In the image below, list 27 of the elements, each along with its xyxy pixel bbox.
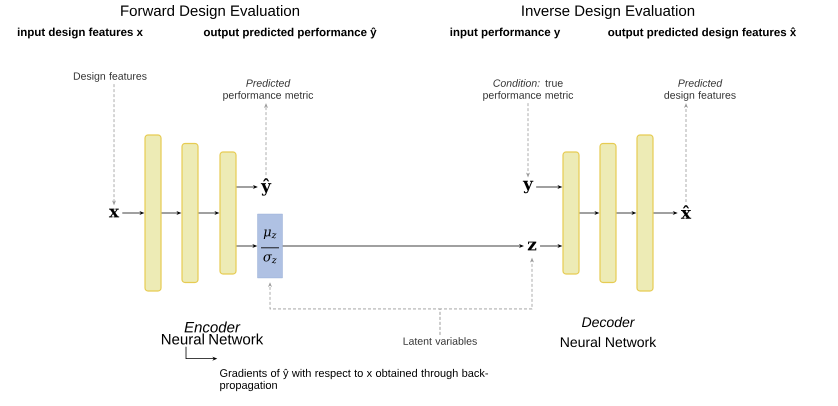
- symbol-label: z: [528, 242, 536, 250]
- subtitle: input performance y: [450, 28, 560, 38]
- title: Inverse Design Evaluation: [522, 5, 694, 19]
- layer-bar: [181, 142, 199, 284]
- layer-bar: [144, 134, 162, 292]
- annotation-text: Latent variables: [404, 337, 477, 345]
- latent-box: μ$_{z}$ σ$_{z}$: [257, 214, 283, 278]
- symbol-label: x: [108, 208, 120, 218]
- layer-bar: [219, 151, 237, 275]
- symbol-label: x̂: [680, 205, 692, 219]
- symbol-label: ŷ: [260, 178, 272, 196]
- annotation-text: Design features: [74, 72, 147, 82]
- annotation-text: Gradients of ŷ with respect to x obtained through back-propagation: [220, 368, 488, 392]
- annotation-text: Predicted performance metric: [223, 79, 314, 101]
- title: Forward Design Evaluation: [121, 5, 300, 19]
- layer-bar: [599, 142, 617, 284]
- subtitle: input design features x: [18, 28, 143, 38]
- annotation-text: Predicted design features: [664, 79, 736, 101]
- layer-bar: [562, 151, 580, 275]
- annotation-text: Condition: true performance metric: [483, 79, 574, 101]
- network-label: Encoder Neural Network: [162, 321, 264, 344]
- subtitle: output predicted design features x̂: [608, 27, 796, 39]
- network-label: Neural Network: [560, 336, 656, 348]
- subtitle: output predicted performance ŷ: [204, 28, 377, 38]
- layer-bar: [636, 134, 654, 292]
- network-label: Decoder: [582, 316, 635, 328]
- symbol-label: y: [522, 180, 534, 194]
